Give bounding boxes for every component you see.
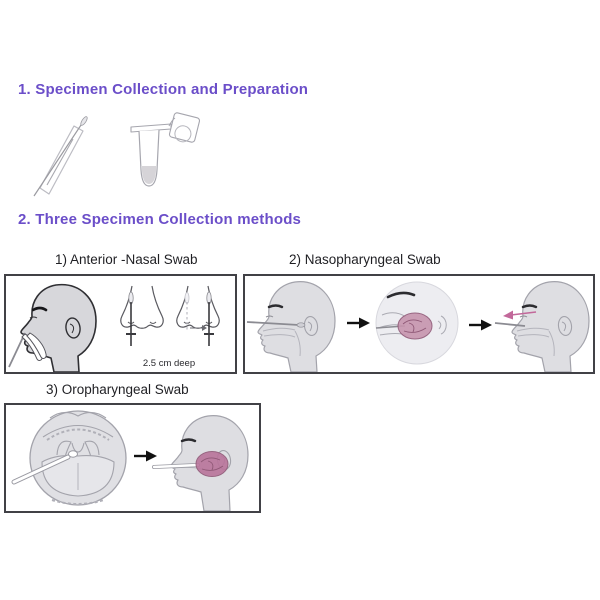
method3-label: 3) Oropharyngeal Swab <box>46 382 189 397</box>
nasopharynx-closeup-swab-rotation <box>375 281 459 365</box>
switch-nostril-arrow <box>202 325 207 331</box>
nose-front-swab-depth-mark <box>120 285 164 346</box>
nasopharyngeal-figure-box <box>243 274 595 374</box>
swab-stick <box>8 332 26 368</box>
eyebrow <box>180 438 197 443</box>
oropharyngeal-figure <box>11 410 249 511</box>
head-profile-swab-in-mouth <box>152 415 249 511</box>
head-profile-swab-withdrawn <box>494 280 591 372</box>
swab-and-tube-figure <box>33 112 200 197</box>
tube-cap <box>168 112 200 143</box>
section1-heading: 1. Specimen Collection and Preparation <box>18 81 309 98</box>
oropharyngeal-figure-box <box>4 403 261 513</box>
step-arrow-3 <box>134 450 157 462</box>
nose-front-swab-other-nostril <box>176 285 220 346</box>
method2-label: 2) Nasopharyngeal Swab <box>289 252 441 267</box>
specimen-tube-open-cap-icon <box>130 112 200 187</box>
eyebrow <box>31 306 48 312</box>
head-profile-swab-in-nostril <box>8 283 97 372</box>
open-mouth-swab-at-throat <box>11 410 127 506</box>
section2-heading: 2. Three Specimen Collection methods <box>18 211 302 228</box>
ear <box>65 317 81 339</box>
nasopharyngeal-figure <box>246 280 591 372</box>
depth-annotation: 2.5 cm deep <box>143 358 195 369</box>
swab-stick <box>12 455 70 484</box>
step-arrow-2 <box>469 319 492 331</box>
anterior-nasal-figure-box: 2.5 cm deep <box>4 274 237 374</box>
upper-teeth <box>46 428 110 441</box>
method1-label: 1) Anterior -Nasal Swab <box>55 252 198 267</box>
swab-tip <box>68 450 78 458</box>
step-arrow-1 <box>347 317 370 329</box>
swab-in-wrapper-icon <box>33 116 88 197</box>
swab-stick <box>152 463 200 469</box>
withdraw-direction-arrow <box>510 311 537 316</box>
head-profile-swab-inserted <box>246 280 337 372</box>
nasopharynx-highlight <box>397 312 433 340</box>
anterior-nasal-figure: 2.5 cm deep <box>8 283 220 372</box>
uvula <box>71 442 85 453</box>
